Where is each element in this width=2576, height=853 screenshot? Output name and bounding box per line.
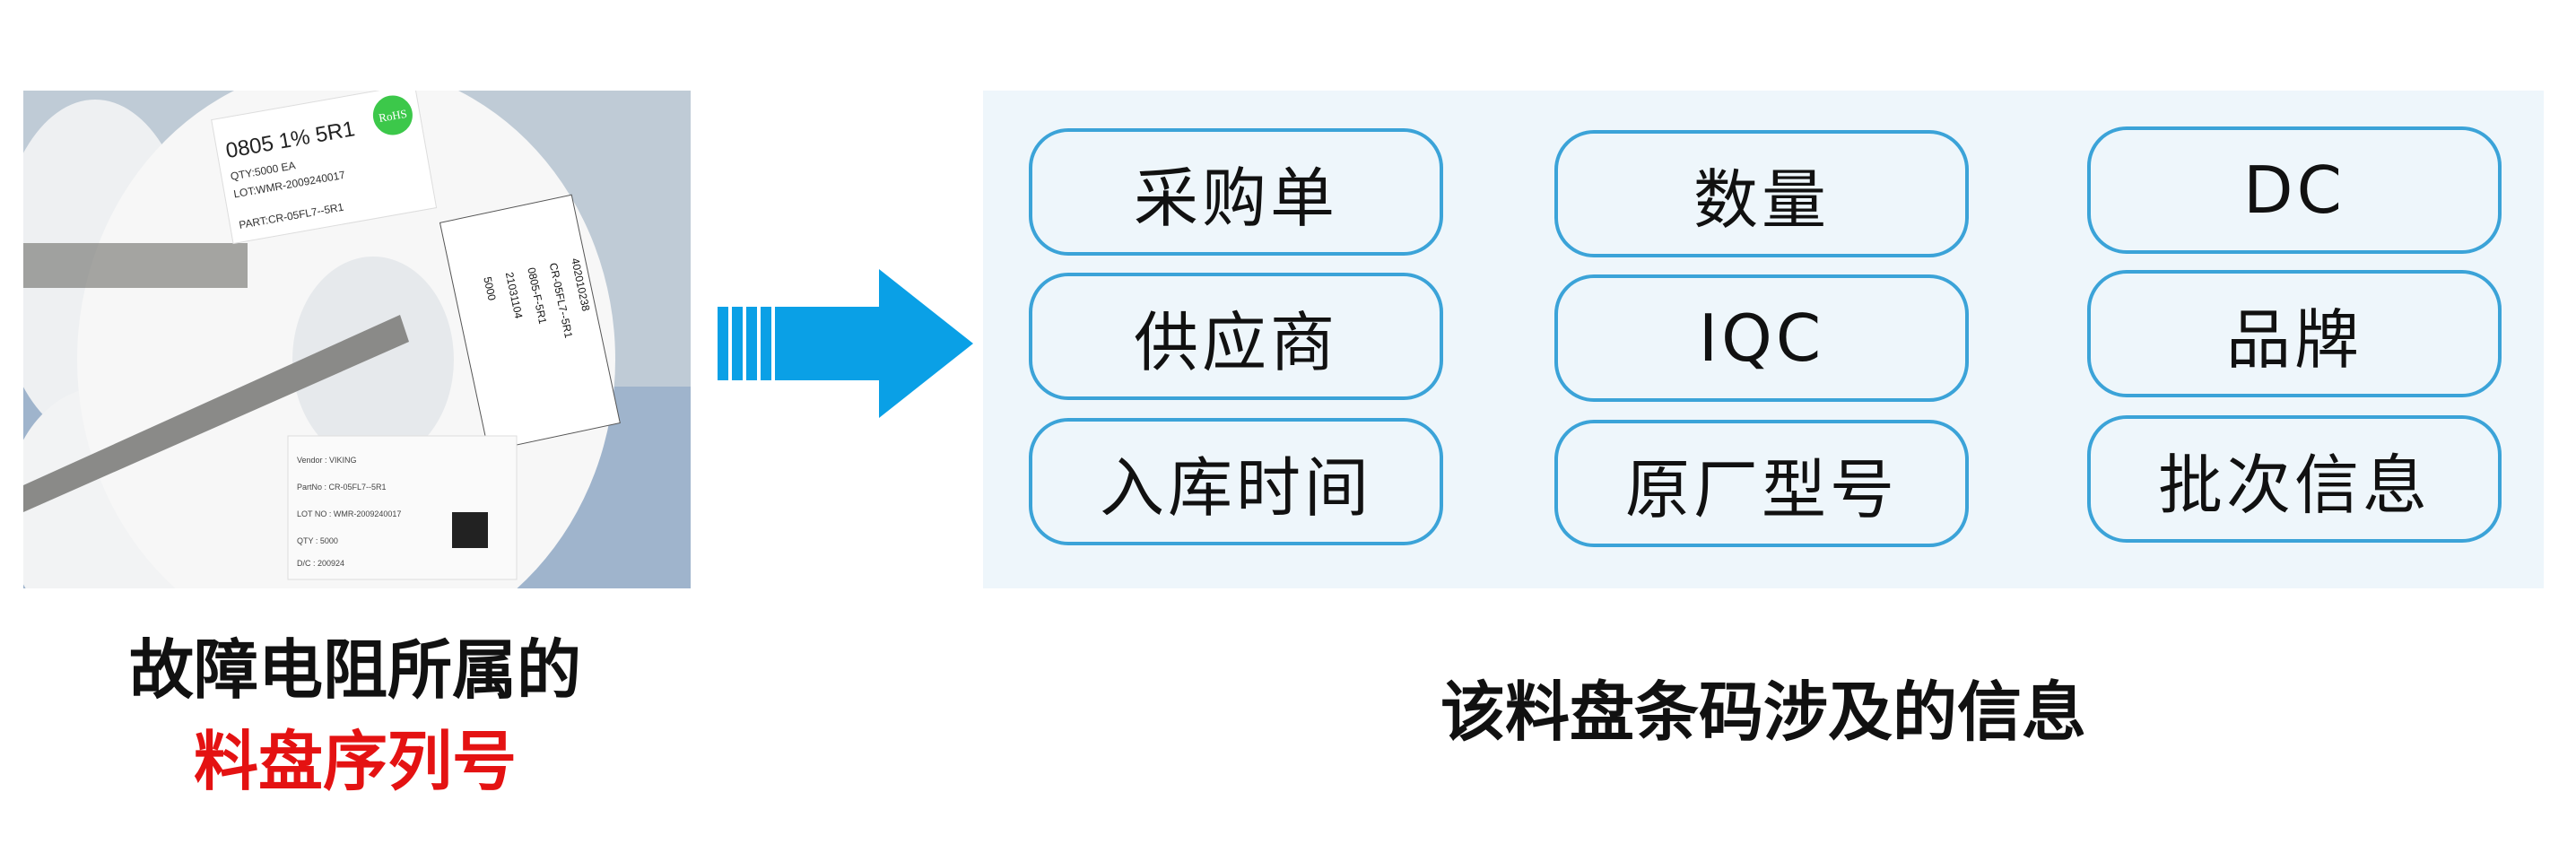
info-item-batch-info: 批次信息 [2087,415,2502,543]
top-label: 0805 1% 5R1 QTY:5000 EA LOT:WMR-20092400… [211,91,438,245]
info-item-original-model: 原厂型号 [1554,420,1969,547]
svg-text:5000: 5000 [481,275,498,301]
reel-hub [292,257,454,463]
info-item-iqc: IQC [1554,274,1969,402]
side-label: 402010238 CR-05FL7--5R1 0805-F-5R1 21031… [439,194,621,452]
left-caption-line2: 料盘序列号 [193,724,517,799]
bottom-label: Vendor : VIKING PartNo : CR-05FL7--5R1 L… [287,435,518,580]
right-caption: 该料盘条码涉及的信息 [1440,675,2086,750]
svg-text:QTY : 5000: QTY : 5000 [297,536,338,545]
rohs-badge [372,95,413,135]
svg-text:RoHS: RoHS [378,107,408,125]
info-item-quantity: 数量 [1554,130,1969,257]
info-item-dc: DC [2087,126,2502,254]
svg-text:D/C : 200924: D/C : 200924 [297,559,344,568]
svg-text:Vendor : VIKING: Vendor : VIKING [297,456,357,465]
left-caption-line1: 故障电阻所属的 [128,632,581,708]
info-item-supplier: 供应商 [1029,273,1443,400]
reel-illustration: 0805 1% 5R1 QTY:5000 EA LOT:WMR-20092400… [23,91,691,588]
info-item-purchase-order: 采购单 [1029,128,1443,256]
info-item-brand: 品牌 [2087,270,2502,397]
svg-text:LOT NO : WMR-2009240017: LOT NO : WMR-2009240017 [297,509,401,518]
right-arrow-icon [718,269,973,418]
reel-photo: 0805 1% 5R1 QTY:5000 EA LOT:WMR-20092400… [23,91,691,588]
svg-text:PartNo : CR-05FL7--5R1: PartNo : CR-05FL7--5R1 [297,483,387,492]
qr-code [452,512,488,548]
info-item-storage-time: 入库时间 [1029,418,1443,545]
barcode-info-panel: 采购单 数量 DC 供应商 IQC 品牌 入库时间 原厂型号 批次信息 [983,91,2544,588]
metal-rod [23,315,409,512]
